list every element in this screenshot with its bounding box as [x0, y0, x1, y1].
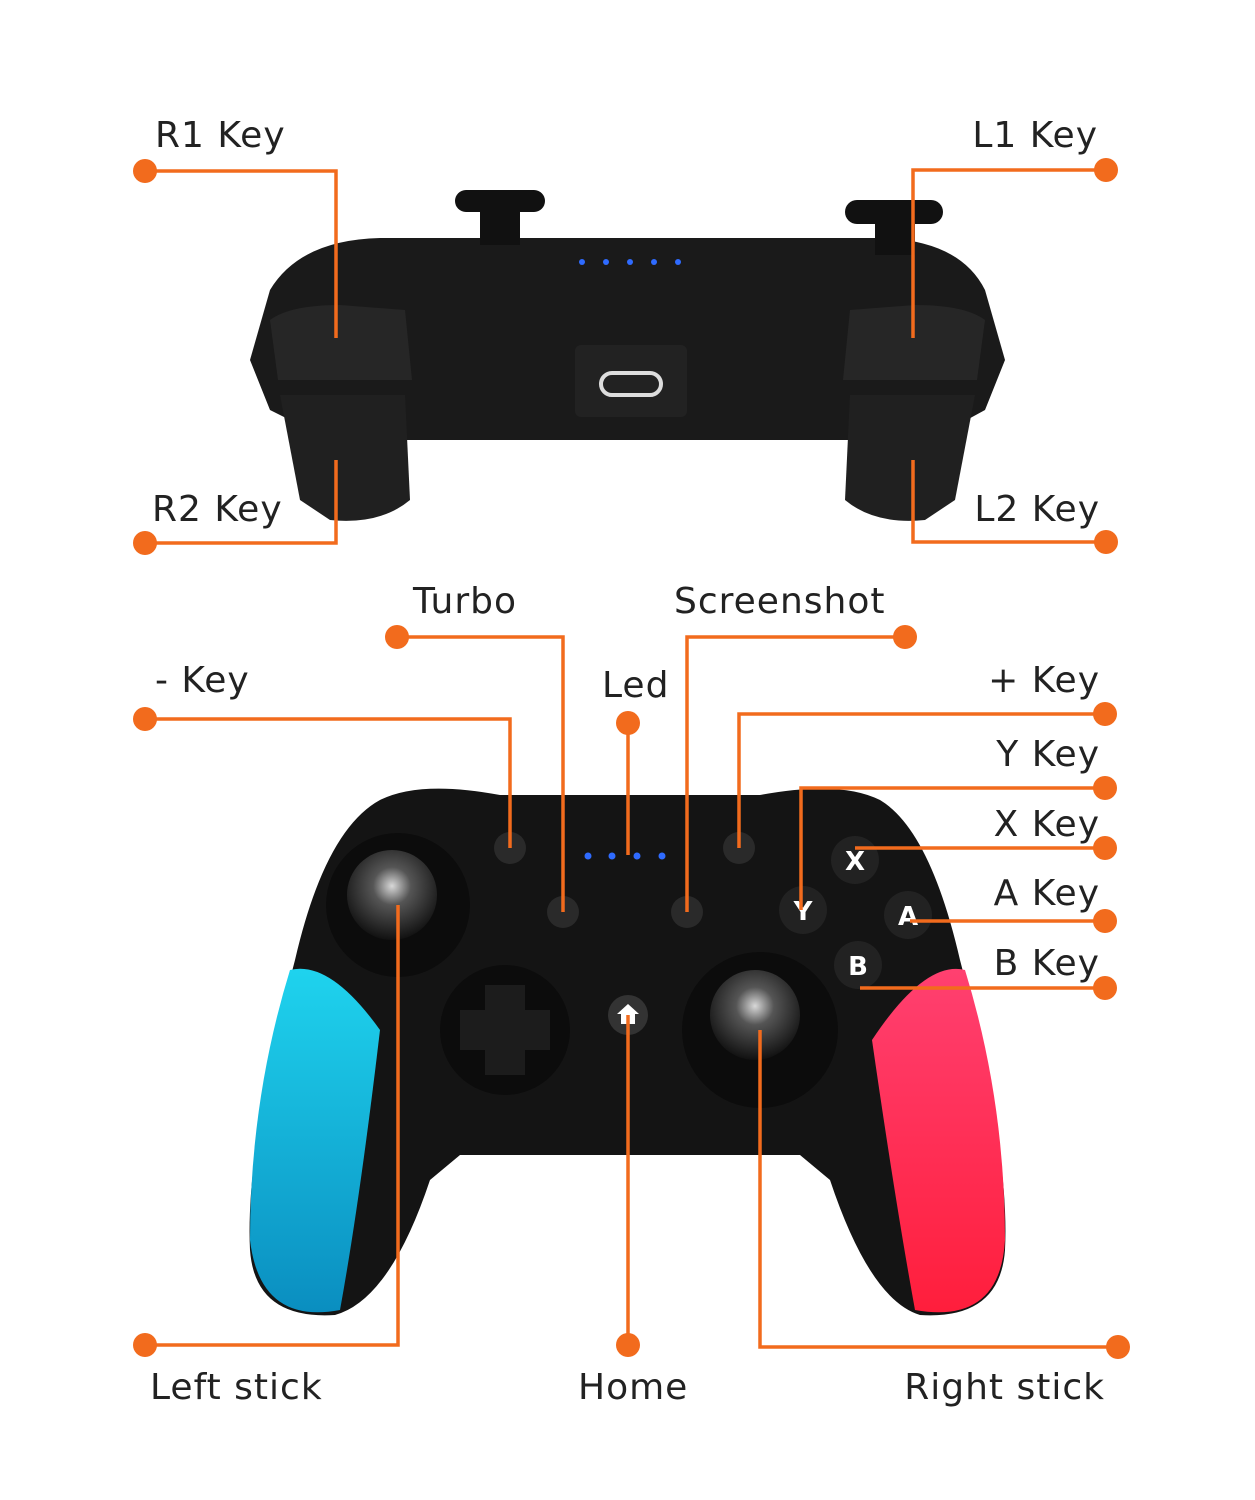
right-stick[interactable] [710, 970, 800, 1060]
left-stick[interactable] [347, 850, 437, 940]
label-left-stick: Left stick [150, 1367, 323, 1408]
label-r1-key: R1 Key [155, 115, 286, 156]
right-grip [872, 968, 1005, 1313]
label-r2-key: R2 Key [152, 489, 283, 530]
label-x-key: X Key [994, 804, 1100, 845]
left-grip [250, 968, 380, 1313]
label-l1-key: L1 Key [972, 115, 1098, 156]
label-home: Home [578, 1367, 688, 1408]
b-button[interactable]: B [834, 941, 882, 989]
controller-top-view [250, 190, 1005, 521]
l2-trigger[interactable] [845, 395, 975, 521]
l1-trigger[interactable] [843, 305, 985, 380]
a-button[interactable]: A [884, 891, 932, 939]
label-screenshot: Screenshot [674, 581, 885, 622]
label-y-key: Y Key [995, 734, 1100, 775]
led-indicators [584, 852, 666, 860]
x-button-label: X [845, 847, 865, 877]
b-button-label: B [848, 952, 868, 982]
labels: R1 Key L1 Key R2 Key L2 Key Turbo Screen… [150, 115, 1105, 1408]
r2-trigger[interactable] [280, 395, 410, 521]
label-led: Led [602, 665, 669, 706]
label-turbo: Turbo [412, 581, 517, 622]
dpad[interactable] [460, 985, 550, 1075]
label-minus-key: - Key [155, 660, 250, 701]
usb-c-port [599, 371, 663, 397]
y-button[interactable]: Y [779, 886, 827, 934]
r1-trigger[interactable] [270, 305, 412, 380]
label-b-key: B Key [994, 943, 1100, 984]
label-right-stick: Right stick [904, 1367, 1105, 1408]
label-a-key: A Key [994, 873, 1100, 914]
leader-lines [133, 158, 1130, 1359]
top-led-indicators [579, 259, 681, 265]
home-icon [617, 1004, 639, 1024]
y-button-label: Y [793, 897, 814, 927]
label-plus-key: + Key [988, 660, 1100, 701]
a-button-label: A [898, 902, 918, 932]
x-button[interactable]: X [831, 836, 879, 884]
label-l2-key: L2 Key [974, 489, 1100, 530]
